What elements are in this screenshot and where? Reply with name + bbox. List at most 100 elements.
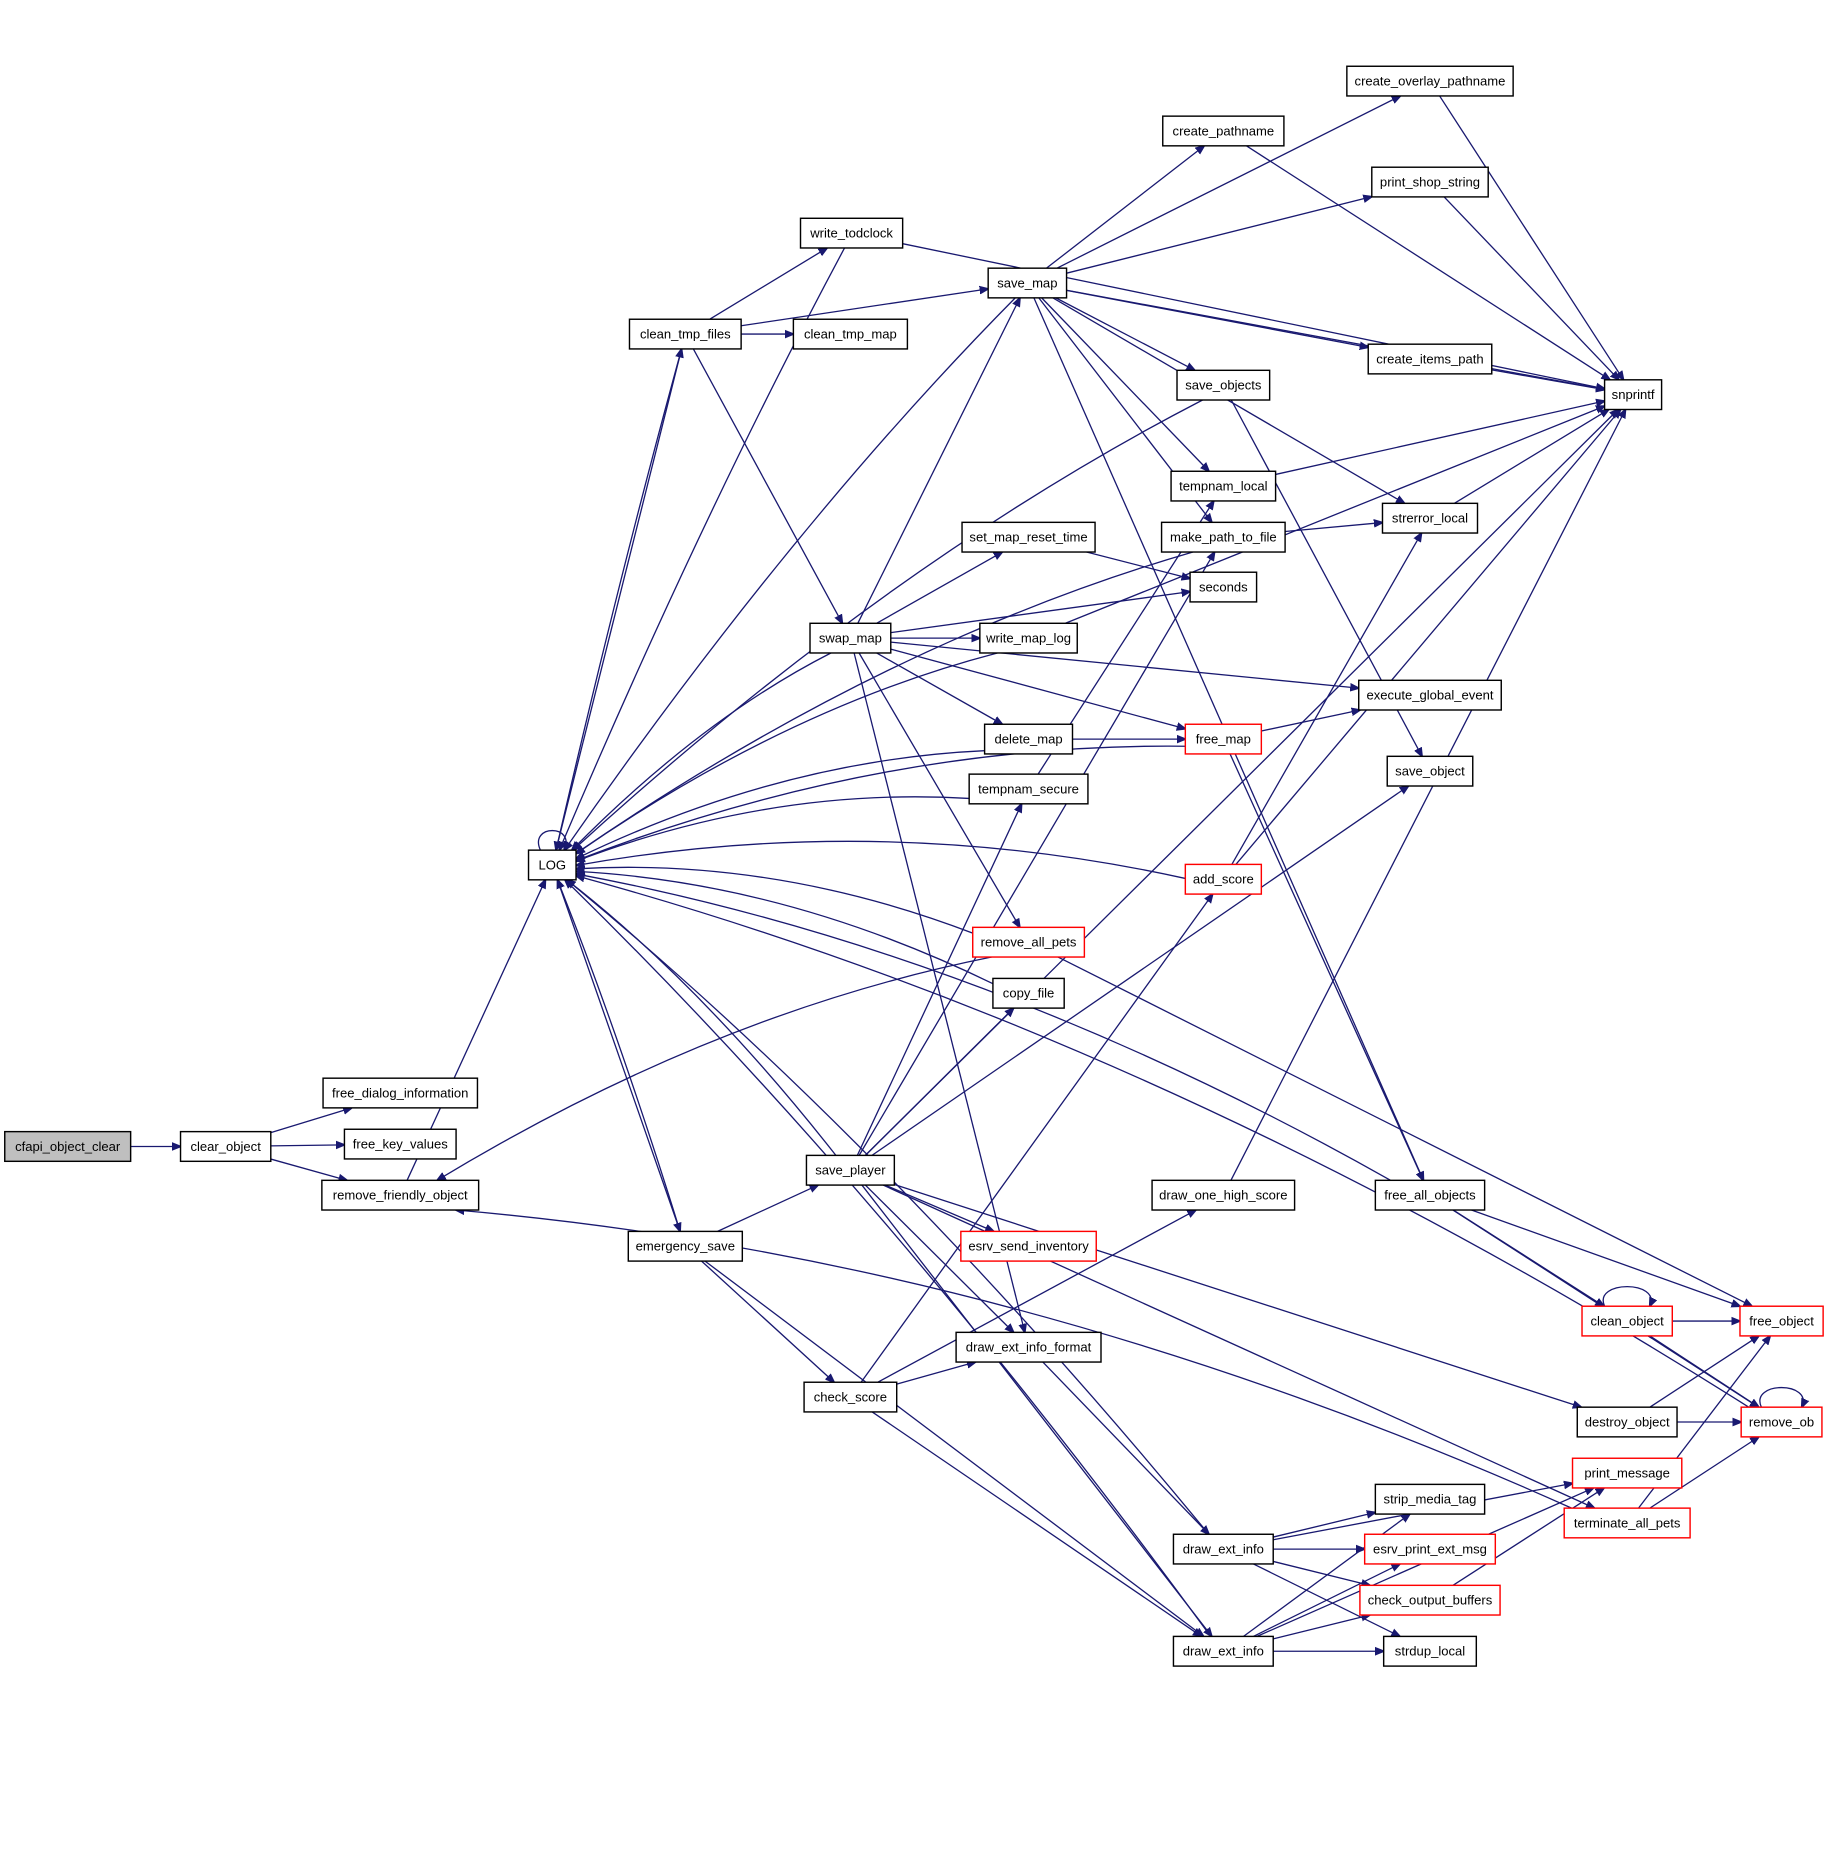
node-execute-global-event[interactable]: execute_global_event — [1358, 679, 1502, 711]
node-tempnam-local[interactable]: tempnam_local — [1170, 470, 1277, 502]
node-draw-ext-info-1[interactable]: draw_ext_info — [1172, 1533, 1274, 1565]
node-create-overlay-pathname[interactable]: create_overlay_pathname — [1346, 65, 1514, 97]
node-create-items-path[interactable]: create_items_path — [1367, 343, 1493, 375]
node-free-map[interactable]: free_map — [1184, 723, 1263, 755]
node-box — [805, 1154, 896, 1186]
edge-print_shop_string-to-snprintf — [1443, 196, 1619, 380]
node-box — [979, 622, 1078, 654]
edge-save_objects-to-LOG — [573, 399, 1203, 850]
node-esrv-send-inventory[interactable]: esrv_send_inventory — [960, 1230, 1097, 1262]
node-esrv-print-ext-msg[interactable]: esrv_print_ext_msg — [1363, 1533, 1497, 1565]
node-tempnam-secure[interactable]: tempnam_secure — [968, 773, 1089, 805]
edge-clean_tmp_files-to-swap_map — [692, 348, 842, 623]
node-box — [4, 1130, 132, 1163]
node-label: remove_ob — [1749, 1415, 1814, 1430]
nodes-layer: cfapi_object_clear clear_object free_dialo… — [4, 65, 1824, 1667]
node-box — [983, 723, 1074, 755]
node-label: draw_ext_info — [1183, 1542, 1264, 1557]
node-label: print_shop_string — [1380, 175, 1480, 190]
node-snprintf[interactable]: snprintf — [1603, 379, 1663, 411]
node-remove-friendly-object[interactable]: remove_friendly_object — [321, 1179, 480, 1211]
node-box — [960, 1230, 1097, 1262]
node-box — [1576, 1406, 1678, 1438]
node-set-map-reset-time[interactable]: set_map_reset_time — [961, 521, 1096, 553]
node-copy-file[interactable]: copy_file — [992, 977, 1065, 1009]
node-box — [1359, 1584, 1501, 1616]
node-label: esrv_print_ext_msg — [1373, 1542, 1487, 1557]
node-write-todclock[interactable]: write_todclock — [799, 217, 904, 249]
node-label: clear_object — [190, 1139, 261, 1154]
edge-check_score-to-draw_ext_info_format — [896, 1362, 976, 1385]
node-check-score[interactable]: check_score — [803, 1381, 898, 1413]
edge-swap_map-to-LOG — [572, 652, 832, 850]
node-emergency-save[interactable]: emergency_save — [627, 1230, 744, 1262]
node-label: remove_friendly_object — [333, 1188, 468, 1203]
node-strip-media-tag[interactable]: strip_media_tag — [1374, 1483, 1486, 1515]
edge-check_score-to-add_score — [860, 894, 1213, 1383]
node-save-objects[interactable]: save_objects — [1176, 369, 1271, 401]
node-box — [1170, 470, 1277, 502]
edge-delete_map-to-LOG — [576, 750, 985, 859]
node-save-player[interactable]: save_player — [805, 1154, 896, 1186]
node-box — [322, 1077, 479, 1109]
edge-check_output_buffers-to-print_message — [1452, 1488, 1604, 1586]
node-box — [799, 217, 904, 249]
node-cfapi-object-clear[interactable]: cfapi_object_clear — [4, 1130, 132, 1163]
edge-write_map_log-to-LOG — [576, 652, 998, 854]
node-clean-tmp-map[interactable]: clean_tmp_map — [792, 318, 909, 350]
edge-save_map-to-print_shop_string — [1066, 197, 1372, 274]
node-free-object[interactable]: free_object — [1739, 1305, 1824, 1337]
node-box — [1374, 1483, 1486, 1515]
edge-save_map-to-LOG — [564, 297, 1016, 850]
node-free-all-objects[interactable]: free_all_objects — [1374, 1179, 1486, 1211]
node-remove-ob[interactable]: remove_ob — [1740, 1406, 1823, 1438]
node-draw-ext-info-format[interactable]: draw_ext_info_format — [955, 1331, 1102, 1363]
edge-tempnam_local-to-snprintf — [1275, 401, 1605, 476]
edge-draw_ext_info_2-to-strip_media_tag — [1243, 1514, 1410, 1637]
node-write-map-log[interactable]: write_map_log — [979, 622, 1078, 654]
node-box — [1162, 115, 1285, 147]
edge-save_map-to-create_overlay_pathname — [1056, 96, 1400, 269]
node-strdup-local[interactable]: strdup_local — [1382, 1635, 1478, 1667]
node-check-output-buffers[interactable]: check_output_buffers — [1359, 1584, 1501, 1616]
node-clear-object[interactable]: clear_object — [179, 1130, 272, 1163]
node-terminate-all-pets[interactable]: terminate_all_pets — [1563, 1507, 1691, 1539]
node-box — [1563, 1507, 1691, 1539]
node-LOG[interactable]: LOG — [527, 849, 577, 881]
node-print-shop-string[interactable]: print_shop_string — [1371, 166, 1489, 198]
edge-save_player-to-save_object — [871, 786, 1408, 1156]
node-strerror-local[interactable]: strerror_local — [1381, 502, 1479, 534]
node-delete-map[interactable]: delete_map — [983, 723, 1074, 755]
node-label: print_message — [1584, 1466, 1670, 1481]
edge-create_overlay_pathname-to-snprintf — [1439, 95, 1624, 380]
node-create-pathname[interactable]: create_pathname — [1162, 115, 1285, 147]
node-draw-ext-info-2[interactable]: draw_ext_info — [1172, 1635, 1274, 1667]
node-print-message[interactable]: print_message — [1571, 1457, 1683, 1489]
node-save-object[interactable]: save_object — [1386, 755, 1474, 787]
node-draw-one-high-score[interactable]: draw_one_high_score — [1151, 1179, 1296, 1211]
node-free-key-values[interactable]: free_key_values — [343, 1128, 457, 1160]
node-free-dialog-information[interactable]: free_dialog_information — [322, 1077, 479, 1109]
node-clean-object[interactable]: clean_object — [1581, 1305, 1673, 1337]
node-remove-all-pets[interactable]: remove_all_pets — [972, 926, 1086, 958]
node-save-map[interactable]: save_map — [987, 267, 1068, 299]
edge-save_player-to-destroy_object — [894, 1183, 1581, 1407]
node-label: draw_ext_info — [1183, 1644, 1264, 1659]
node-box — [1386, 755, 1474, 787]
node-label: check_output_buffers — [1368, 1593, 1493, 1608]
node-box — [1172, 1635, 1274, 1667]
node-make-path-to-file[interactable]: make_path_to_file — [1160, 521, 1286, 553]
node-box — [628, 318, 742, 350]
node-destroy-object[interactable]: destroy_object — [1576, 1406, 1678, 1438]
node-seconds[interactable]: seconds — [1189, 571, 1258, 603]
node-add-score[interactable]: add_score — [1184, 863, 1263, 895]
node-clean-tmp-files[interactable]: clean_tmp_files — [628, 318, 742, 350]
node-label: create_items_path — [1376, 352, 1483, 367]
edge-save_map-to-save_objects — [1055, 297, 1195, 370]
edge-write_map_log-to-snprintf — [1065, 406, 1604, 624]
node-label: execute_global_event — [1367, 688, 1494, 703]
node-label: strip_media_tag — [1384, 1492, 1477, 1507]
edges-layer — [130, 95, 1804, 1651]
edge-LOG-to-LOG — [537, 830, 566, 851]
node-swap-map[interactable]: swap_map — [809, 622, 892, 654]
